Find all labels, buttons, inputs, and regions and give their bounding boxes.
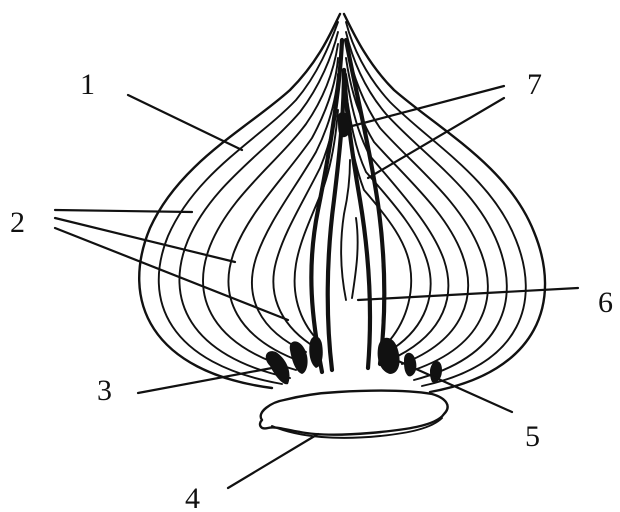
label-4: 4 — [185, 482, 200, 512]
label-6: 6 — [598, 286, 613, 319]
label-2: 2 — [10, 206, 25, 239]
bud-right-main — [378, 338, 400, 374]
leader-2b — [55, 218, 235, 262]
leader-5 — [396, 360, 512, 412]
label-5: 5 — [525, 420, 540, 453]
label-7: 7 — [527, 68, 542, 101]
bud-left-inner — [309, 336, 323, 368]
leader-1 — [128, 95, 242, 150]
leader-3 — [138, 368, 272, 393]
leader-4 — [228, 434, 318, 488]
leader-lines — [55, 86, 578, 488]
label-1: 1 — [80, 68, 95, 101]
basal-plate — [260, 391, 448, 438]
label-3: 3 — [97, 374, 112, 407]
leader-2a — [55, 210, 192, 212]
leader-7a — [352, 86, 504, 126]
